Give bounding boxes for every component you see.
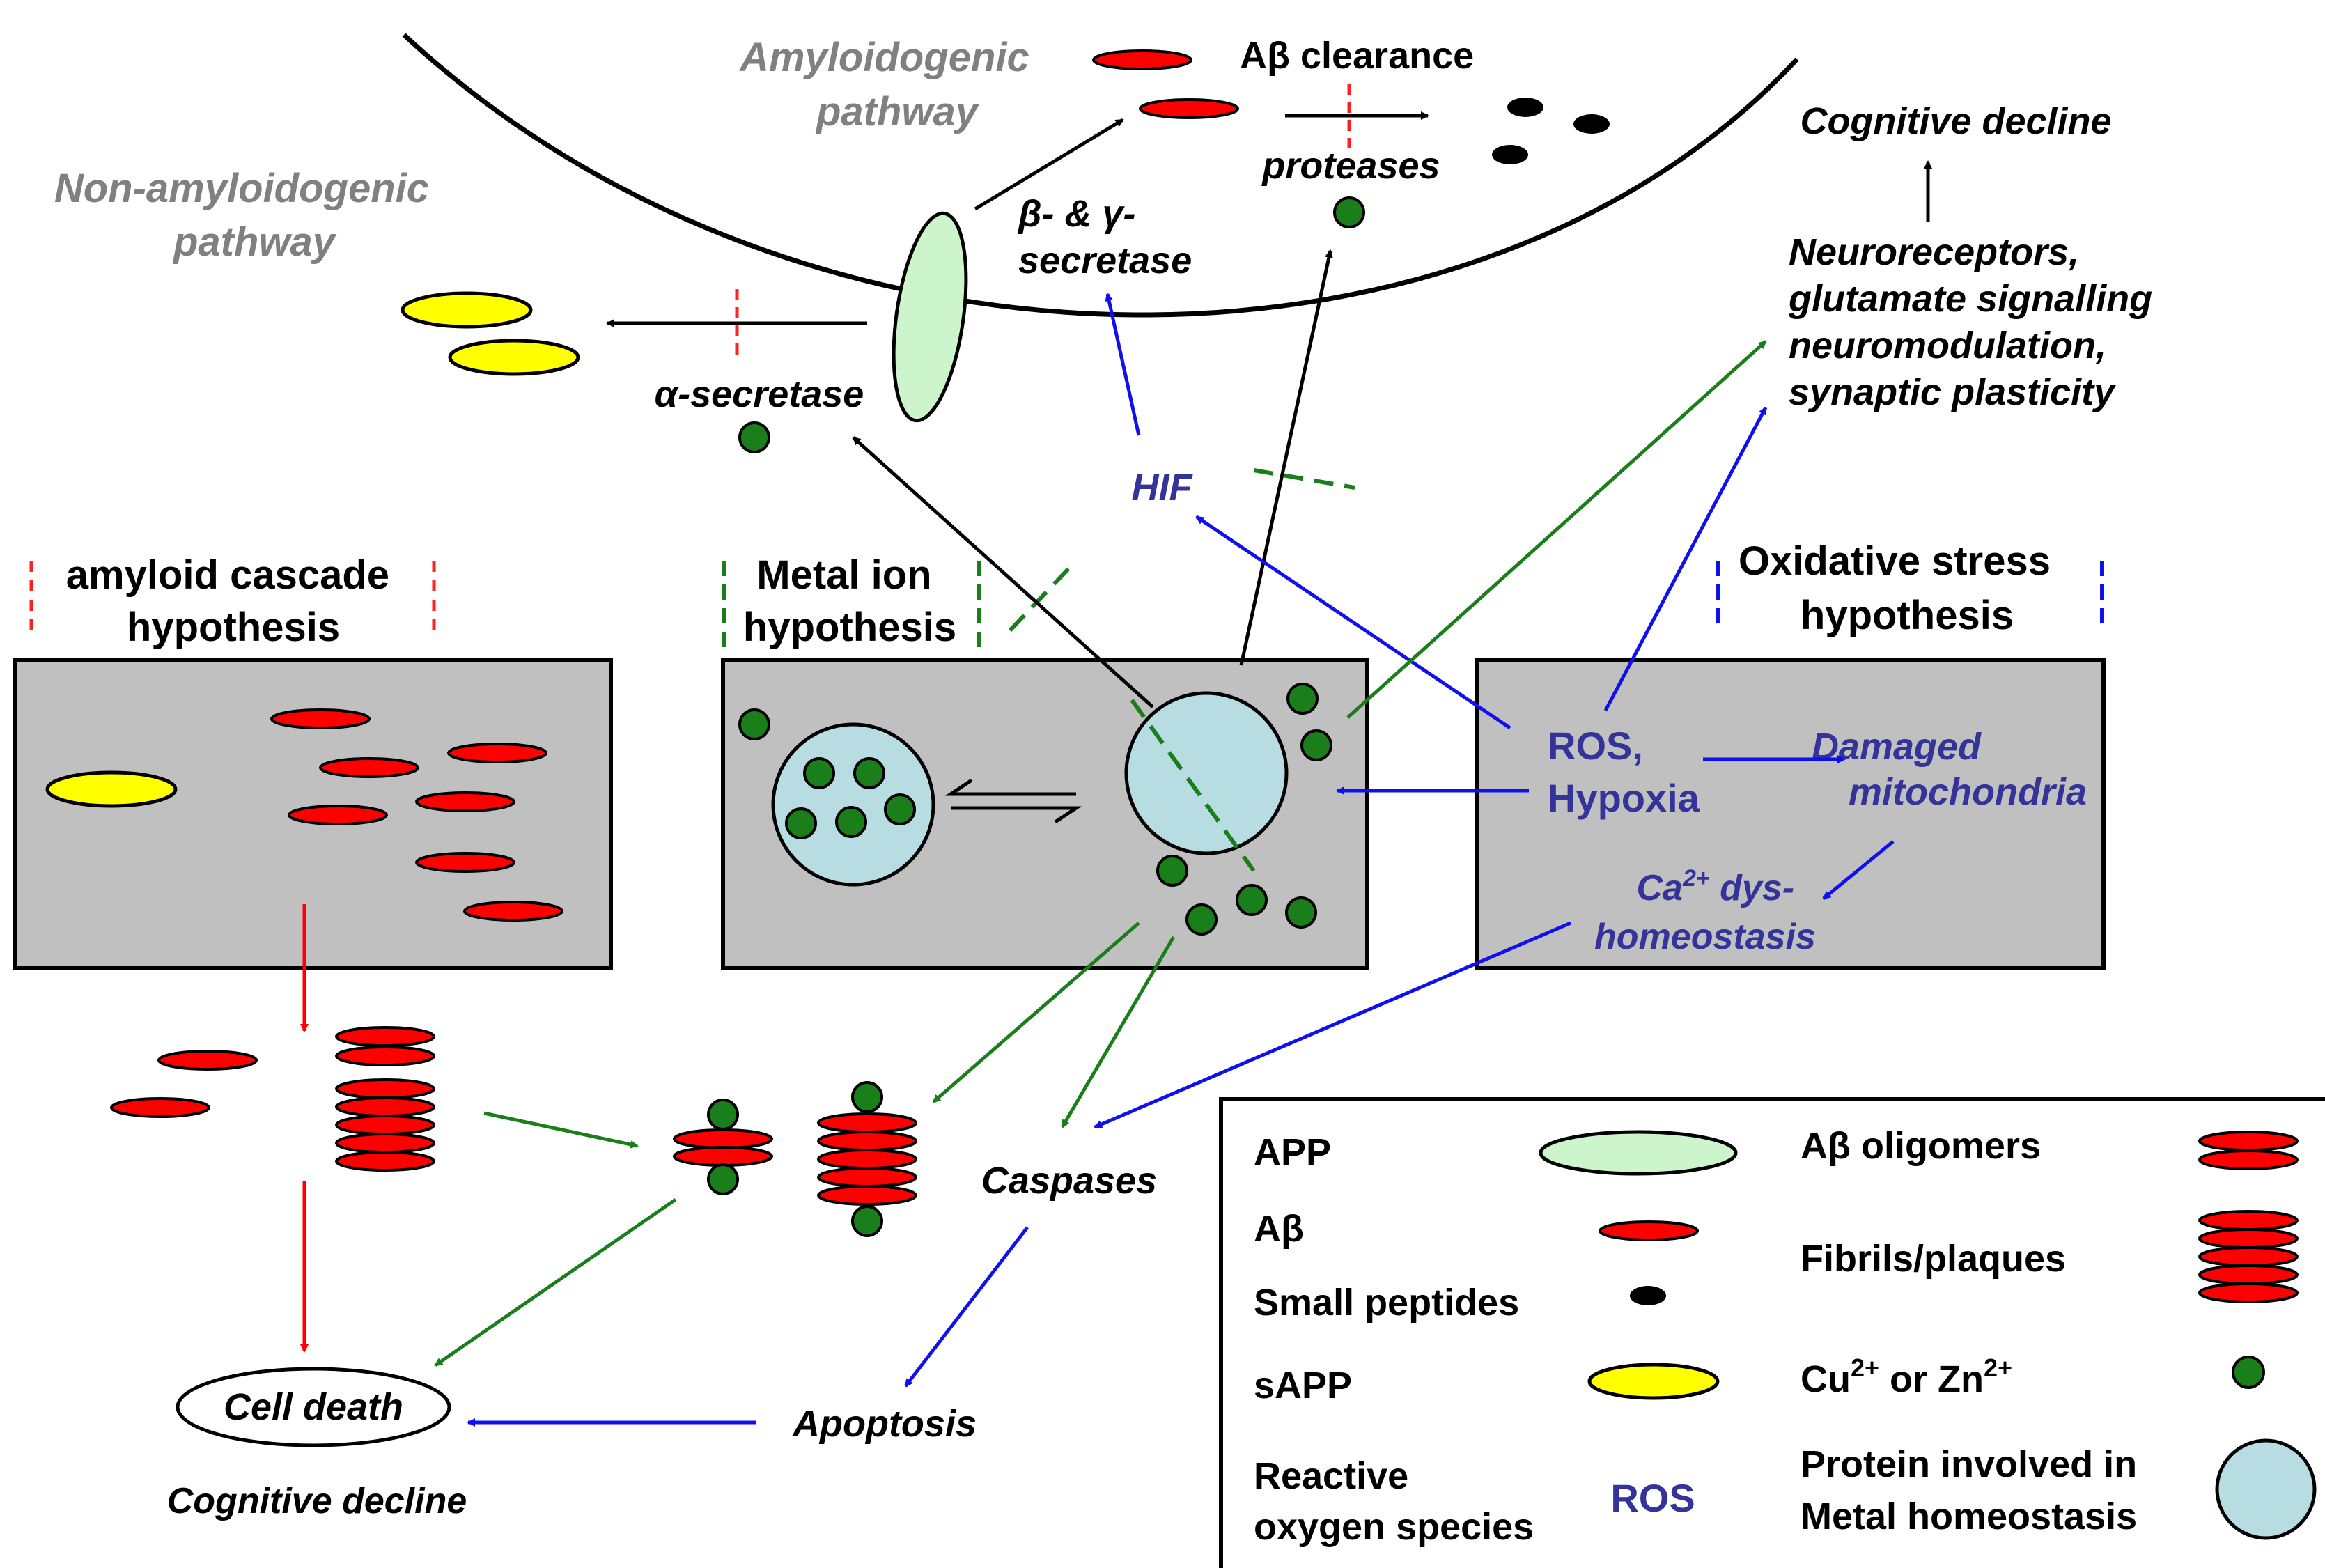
metal-bound-fibril bbox=[817, 1081, 917, 1237]
ab-peptide bbox=[447, 743, 547, 763]
metal-to-alpha-arrow bbox=[852, 436, 1154, 708]
ab-oligomer bbox=[335, 1026, 435, 1066]
metal-ion-dot bbox=[803, 757, 835, 789]
legend-sapp-label: sAPP bbox=[1254, 1365, 1352, 1406]
metal-protein bbox=[1124, 691, 1289, 855]
small-peptide bbox=[1507, 98, 1543, 117]
metal-to-complex-arrow bbox=[932, 922, 1140, 1103]
legend-fibrils-label: Fibrils/plaques bbox=[1801, 1238, 2066, 1280]
legend-reactive-label: Reactive oxygen species bbox=[1254, 1455, 1534, 1548]
legend-app-symbol bbox=[1539, 1130, 1738, 1176]
legend-small-peptide-symbol bbox=[1630, 1286, 1666, 1305]
hif-label: HIF bbox=[1132, 467, 1194, 509]
cognitive-decline-bottom: Cognitive decline bbox=[167, 1481, 467, 1521]
ca-to-caspases-arrow bbox=[1094, 921, 1571, 1129]
arrow-to-amyloidogenic bbox=[974, 118, 1124, 211]
fibril-plaque bbox=[335, 1078, 435, 1172]
apoptosis-label: Apoptosis bbox=[791, 1403, 977, 1445]
cell-death-label: Cell death bbox=[224, 1386, 403, 1428]
ab-peptide bbox=[270, 708, 371, 729]
small-peptide bbox=[1573, 114, 1610, 134]
caspases-to-apoptosis-arrow bbox=[904, 1226, 1029, 1388]
metal-ion-dot bbox=[1300, 729, 1332, 761]
legend-app-label: APP bbox=[1254, 1131, 1331, 1173]
metal-ion-dot bbox=[853, 757, 885, 789]
metal-ion-dot bbox=[738, 708, 770, 740]
metal-diag-dash bbox=[1008, 559, 1078, 632]
ab-peptide bbox=[415, 791, 515, 812]
ros-hypoxia-label: ROS, Hypoxia bbox=[1548, 724, 1700, 820]
metal-ion-dot bbox=[1333, 196, 1365, 228]
caspases-label: Caspases bbox=[981, 1160, 1157, 1202]
cell-membrane bbox=[402, 33, 1799, 318]
legend-protein-metal-label: Protein involved in Metal homeostasis bbox=[1801, 1443, 2147, 1537]
metal-to-neuro-arrow bbox=[1346, 340, 1767, 719]
ab-peptide bbox=[157, 1050, 258, 1071]
legend-metal-ion-symbol bbox=[2232, 1356, 2265, 1389]
metal-bound-oligomer bbox=[673, 1099, 773, 1195]
app-protein bbox=[892, 211, 968, 423]
ab-peptide bbox=[463, 901, 563, 922]
small-peptide bbox=[1492, 145, 1528, 164]
beta-gamma-secretase-label: β- & γ- secretase bbox=[1017, 193, 1192, 281]
oxidative-hypothesis-label: Oxidative stress hypothesis bbox=[1739, 538, 2062, 638]
ca-dys-label: Ca2+ dys- homeostasis bbox=[1594, 865, 1816, 957]
metal-hypothesis-label: Metal ion hypothesis bbox=[743, 552, 956, 650]
ab-clearance-label: Aβ clearance bbox=[1240, 35, 1474, 77]
ros-to-hif-arrow bbox=[1195, 515, 1511, 730]
ab-peptide bbox=[1139, 98, 1239, 119]
amyloidogenic-label: Amyloidogenic pathway bbox=[738, 35, 1041, 134]
ab-peptide bbox=[110, 1097, 210, 1118]
legend-ros-symbol: ROS bbox=[1610, 1476, 1695, 1520]
metal-ion-dot bbox=[884, 793, 916, 825]
metal-ion-dot bbox=[1236, 884, 1268, 916]
sapp bbox=[45, 770, 178, 808]
complex-to-celldeath-arrow bbox=[434, 1197, 677, 1367]
legend-ab-symbol bbox=[1599, 1220, 1699, 1241]
legend-cu-zn-label: Cu2+ or Zn2+ bbox=[1801, 1353, 2012, 1400]
ab-peptide bbox=[319, 757, 419, 778]
legend-oligomer-symbol bbox=[2198, 1131, 2299, 1170]
ab-peptide bbox=[288, 805, 388, 825]
ab-peptide bbox=[415, 852, 515, 873]
proteases-label: proteases bbox=[1261, 145, 1440, 187]
legend-metal-protein-symbol bbox=[2215, 1438, 2317, 1540]
metal-to-caspases-arrow bbox=[1060, 936, 1176, 1128]
metal-ion-dot bbox=[1285, 896, 1317, 929]
equilibrium-arrows bbox=[944, 778, 1082, 824]
amyloid-hypothesis-label: amyloid cascade hypothesis bbox=[66, 552, 401, 650]
alpha-secretase-label: α-secretase bbox=[655, 373, 864, 415]
metal-ion-dot bbox=[1185, 903, 1218, 936]
legend-small-peptides-label: Small peptides bbox=[1254, 1282, 1519, 1324]
mito-to-ca-arrow bbox=[1822, 840, 1895, 900]
metal-to-proteases-arrow bbox=[1239, 249, 1333, 666]
legend: APP Aβ Small peptides sAPP Reactive oxyg… bbox=[1219, 1097, 2325, 1568]
legend-sapp-symbol bbox=[1587, 1363, 1720, 1400]
sapp bbox=[401, 291, 533, 329]
metal-ion-dot bbox=[1156, 855, 1188, 887]
metal-ion-dot bbox=[738, 421, 770, 453]
metal-box-diag-dash bbox=[1130, 699, 1256, 872]
fibril-to-metal-complex-arrow bbox=[483, 1111, 639, 1149]
non-amyloidogenic-label: Non-amyloidogenic pathway bbox=[54, 166, 440, 265]
cognitive-decline-top: Cognitive decline bbox=[1800, 100, 2111, 142]
oxidative-box bbox=[1475, 658, 2106, 970]
legend-fibril-symbol bbox=[2198, 1210, 2299, 1303]
neuro-label: Neuroreceptors, glutamate signalling neu… bbox=[1788, 231, 2163, 413]
metal-ion-dot bbox=[785, 807, 817, 839]
metal-ion-dot bbox=[835, 806, 867, 838]
legend-ab-label: Aβ bbox=[1254, 1208, 1304, 1250]
sapp bbox=[448, 339, 580, 376]
legend-ab-oligomers-label: Aβ oligomers bbox=[1801, 1125, 2041, 1167]
metal-ion-dot bbox=[1286, 683, 1319, 715]
cell-death-oval bbox=[176, 1367, 451, 1447]
ab-peptide bbox=[1092, 49, 1192, 70]
hif-inhibit-mark bbox=[1253, 468, 1355, 490]
hif-arrow bbox=[1105, 293, 1141, 436]
ros-to-neuro-arrow bbox=[1603, 406, 1768, 712]
